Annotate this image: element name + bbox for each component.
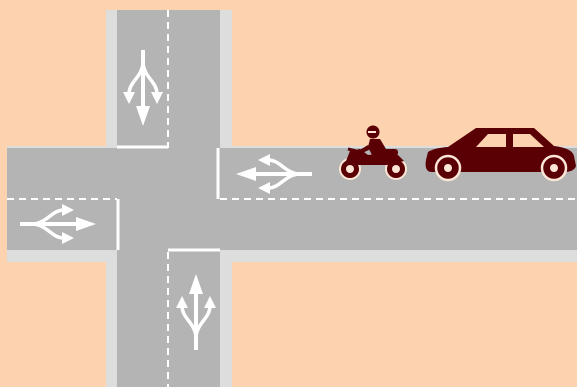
north-road bbox=[117, 10, 220, 150]
